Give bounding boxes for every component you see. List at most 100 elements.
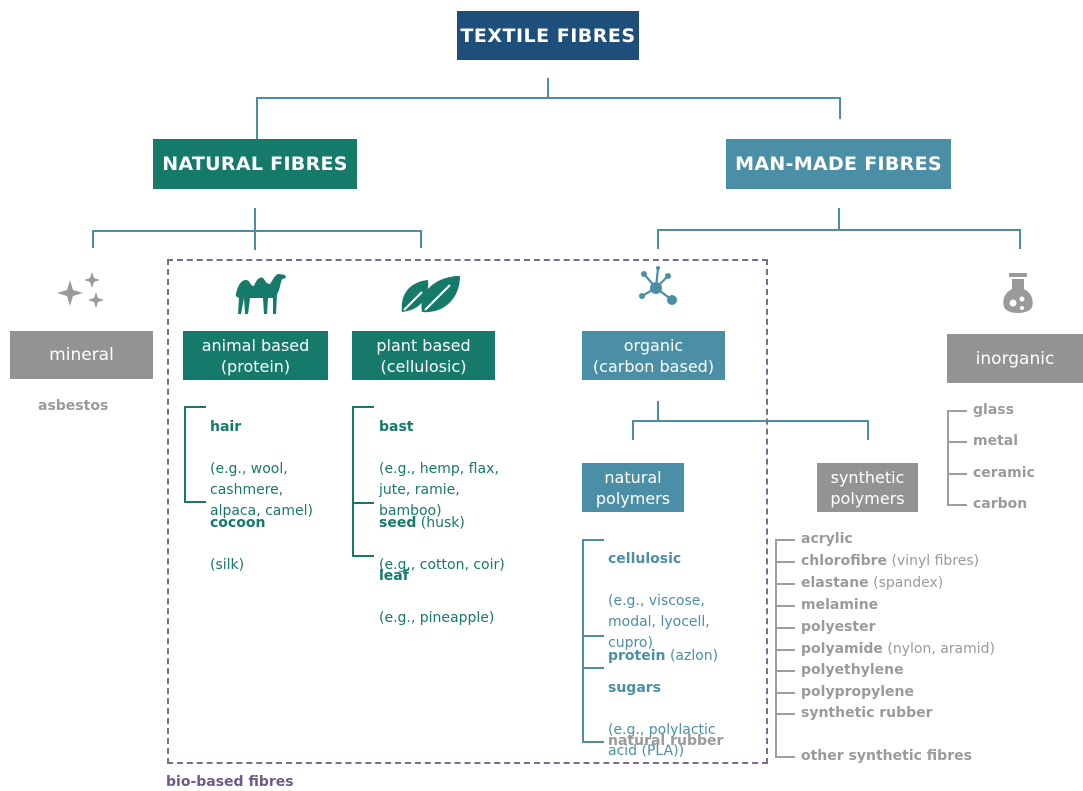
seed-detail: (e.g., cotton, coir) [379,557,505,573]
cellulosic-term: cellulosic [608,551,682,567]
sugars-detail: (e.g., polylactic acid (PLA)) [608,722,716,759]
hair-detail: (e.g., wool, cashmere, alpaca, camel) [210,461,313,519]
mineral-drop [92,230,94,248]
plant-tick-leaf [352,555,374,557]
synthetic-polymers-box: synthetic polymers [817,463,918,512]
np-tick-sugars [582,667,604,669]
sp-tick-9 [775,756,795,758]
animal-tick-cocoon [184,501,206,503]
root-stem [547,78,549,98]
mineral-item-asbestos: asbestos [38,398,109,414]
inorg-tick-2 [947,473,967,475]
root-branch [256,97,841,99]
plant-list-line [352,406,354,556]
plant-drop [420,230,422,248]
sp-tick-1 [775,561,795,563]
sp-item-term: synthetic rubber [801,705,933,721]
natural-branch [92,230,422,232]
inorganic-item: glass [973,402,1014,418]
protein-term: protein [608,648,666,664]
plant-item-seed: seed (husk) (e.g., cotton, coir) [379,492,505,576]
sp-item: elastane (spandex) [801,573,943,594]
sp-item-term: polyamide [801,641,883,657]
np-item-cellulosic: cellulosic (e.g., viscose, modal, lyocel… [608,528,710,654]
molecule-icon [639,266,677,305]
sp-item: synthetic rubber [801,703,933,724]
plant-item-bast: bast (e.g., hemp, flax, jute, ramie, bam… [379,396,499,522]
bio-based-frame [167,259,768,764]
natural-polymers-drop [632,420,634,440]
manmade-stem [838,208,840,230]
flask-icon [1003,273,1033,313]
bast-term: bast [379,419,414,435]
cellulosic-detail: (e.g., viscose, modal, lyocell, cupro) [608,593,710,651]
sugars-term: sugars [608,680,662,696]
synthetic-polymers-label: synthetic polymers [830,467,905,508]
sp-tick-7 [775,692,795,694]
inorg-tick-1 [947,441,967,443]
plant-based-label: plant based (cellulosic) [376,335,471,376]
sp-tick-4 [775,627,795,629]
animal-list-line [184,406,186,502]
sp-item-term: acrylic [801,531,853,547]
np-item-protein: protein (azlon) [608,625,718,667]
natural-drop [256,97,258,139]
np-item-sugars: sugars (e.g., polylactic acid (PLA)) [608,657,716,762]
natural-stem [254,208,256,250]
seed-suffix: (husk) [416,515,465,531]
sp-tick-2 [775,583,795,585]
plant-item-leaf: leaf (e.g., pineapple) [379,545,494,629]
inorganic-box: inorganic [947,334,1083,383]
hair-term: hair [210,419,242,435]
sp-item-term: other synthetic fibres [801,748,972,764]
sp-item-suffix: (vinyl fibres) [887,553,980,569]
manmade-branch [657,229,1021,231]
inorganic-item: metal [973,433,1019,449]
sp-item-term: polyester [801,619,876,635]
seed-term: seed [379,515,417,531]
sp-item-term: chlorofibre [801,553,888,569]
sp-tick-0 [775,539,795,541]
organic-branch [632,420,869,422]
inorganic-item: carbon [973,496,1028,512]
sp-item: other synthetic fibres [801,746,972,767]
manmade-drop [839,97,841,119]
animal-item-cocoon: cocoon (silk) [210,492,265,576]
plant-tick-bast [352,406,374,408]
synthetic-list-line [775,539,777,757]
animal-item-hair: hair (e.g., wool, cashmere, alpaca, came… [210,396,313,522]
natural-fibres-box: NATURAL FIBRES [153,139,357,189]
sp-item-term: melamine [801,597,879,613]
sp-item-suffix: (spandex) [868,575,944,591]
synthetic-polymers-drop [867,420,869,440]
inorg-tick-3 [947,504,967,506]
sp-item: polyamide (nylon, aramid) [801,639,995,660]
natural-polymers-label: natural polymers [595,467,671,508]
bast-detail: (e.g., hemp, flax, jute, ramie, bamboo) [379,461,499,519]
np-tick-protein [582,635,604,637]
sp-tick-6 [775,670,795,672]
sp-tick-5 [775,649,795,651]
textile-fibres-label: TEXTILE FIBRES [460,24,636,47]
inorganic-label: inorganic [975,348,1055,369]
cocoon-term: cocoon [210,515,266,531]
inorganic-drop [1019,229,1021,249]
manmade-fibres-label: MAN-MADE FIBRES [735,153,942,175]
plant-tick-seed [352,502,374,504]
sparkles-icon [57,272,104,308]
inorganic-list-line [947,410,949,505]
organic-box: organic (carbon based) [582,331,725,380]
inorganic-item: ceramic [973,465,1035,481]
cocoon-detail: (silk) [210,557,245,573]
animal-based-label: animal based (protein) [201,335,310,376]
leaves-icon [401,276,460,313]
leaf-detail: (e.g., pineapple) [379,610,495,626]
sp-item-term: polyethylene [801,662,904,678]
sp-item: polypropylene [801,682,914,703]
manmade-fibres-box: MAN-MADE FIBRES [726,139,951,189]
np-item-natural-rubber: natural rubber [608,733,724,749]
inorg-tick-0 [947,410,967,412]
sp-item: chlorofibre (vinyl fibres) [801,551,979,572]
mineral-label: mineral [49,345,114,365]
leaf-term: leaf [379,568,409,584]
